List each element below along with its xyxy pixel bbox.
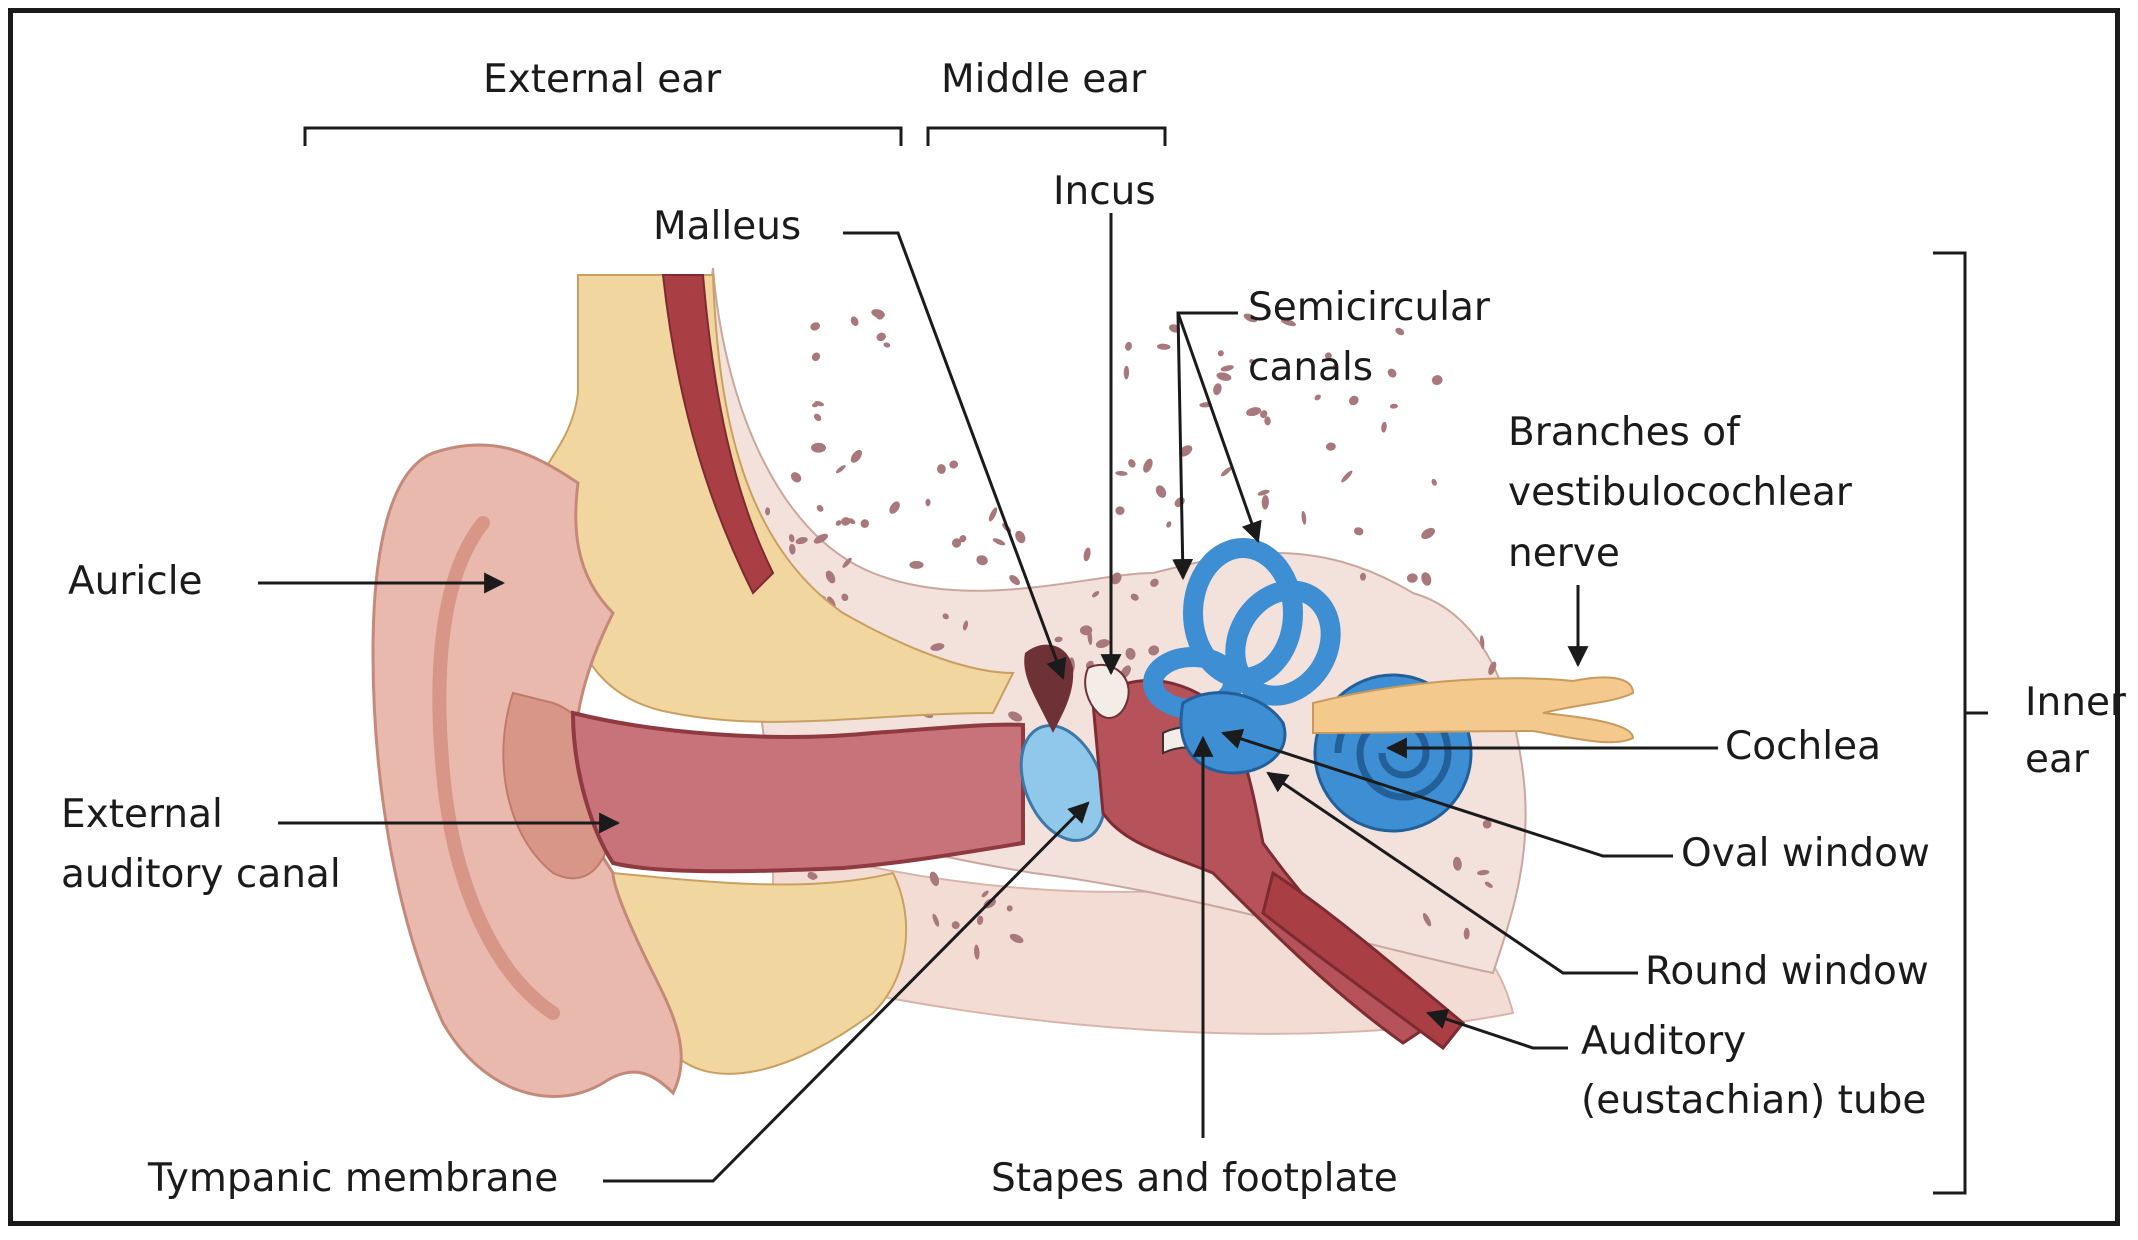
external-auditory-canal-shape — [573, 713, 1023, 871]
label-cochlea: Cochlea — [1725, 718, 1881, 777]
bone-dot — [1245, 406, 1262, 418]
bone-dot — [789, 470, 803, 484]
region-inner-ear: Inner ear — [2025, 675, 2126, 788]
bone-dot — [1083, 547, 1092, 562]
bone-dot — [1220, 364, 1234, 372]
bone-dot — [1340, 469, 1354, 484]
bone-dot — [1013, 529, 1027, 545]
bone-dot — [987, 506, 999, 522]
bone-dot — [1212, 382, 1223, 396]
bone-dot — [815, 504, 824, 514]
bone-dot — [1431, 478, 1438, 486]
bone-dot — [1115, 471, 1128, 477]
bone-dot — [1381, 421, 1388, 433]
bone-dot — [1216, 371, 1233, 382]
label-stapes-footplate: Stapes and footplate — [991, 1150, 1398, 1209]
bone-dot — [1264, 416, 1271, 426]
bone-dot — [1419, 526, 1437, 542]
semicircular-leader-2 — [1178, 313, 1258, 541]
label-external-auditory-canal: External auditory canal — [61, 785, 341, 906]
bone-dot — [1124, 341, 1133, 351]
bone-dot — [1165, 520, 1172, 528]
bone-dot — [875, 331, 887, 343]
label-branches-nerve: Branches of vestibulocochlear nerve — [1508, 403, 1852, 584]
bone-dot — [1217, 349, 1225, 358]
bone-dot — [1173, 495, 1187, 509]
bone-dot — [975, 554, 989, 567]
middle-ear-bracket — [928, 128, 1165, 146]
label-round-window: Round window — [1645, 943, 1929, 1002]
bone-dot — [909, 561, 923, 569]
diagram-frame: External ear Middle ear Inner ear Malleu… — [8, 8, 2120, 1226]
bone-dot — [1115, 506, 1125, 515]
bone-dot — [1261, 495, 1269, 510]
bone-dot — [835, 464, 847, 475]
bone-dot — [849, 315, 860, 327]
bone-dot — [1420, 571, 1433, 587]
bone-dot — [859, 518, 870, 529]
bone-dot — [1127, 458, 1137, 469]
bone-dot — [1154, 484, 1168, 500]
bone-dot — [1353, 526, 1364, 536]
bone-dot — [1257, 489, 1270, 497]
region-middle-ear: Middle ear — [941, 51, 1146, 110]
bone-dot — [1157, 343, 1171, 350]
region-external-ear: External ear — [483, 51, 721, 110]
bone-dot — [849, 448, 865, 465]
bone-dot — [925, 499, 930, 507]
bone-dot — [1390, 403, 1399, 408]
bone-dot — [811, 443, 826, 453]
bone-dot — [1407, 573, 1418, 583]
label-semicircular-canals: Semicircular canals — [1248, 278, 1490, 399]
label-auricle: Auricle — [68, 553, 203, 612]
inner-ear-bracket — [1933, 253, 1988, 1193]
bone-dot — [1124, 366, 1130, 380]
label-incus: Incus — [1053, 163, 1156, 222]
bone-dot — [810, 351, 822, 363]
bone-dot — [936, 464, 946, 475]
bone-dot — [992, 537, 1006, 547]
bone-dot — [887, 500, 902, 516]
bone-dot — [883, 342, 891, 349]
external-ear-bracket — [305, 128, 901, 146]
label-malleus: Malleus — [653, 198, 801, 257]
label-tympanic-membrane: Tympanic membrane — [148, 1150, 558, 1209]
bone-dot — [1301, 511, 1307, 525]
label-auditory-tube: Auditory (eustachian) tube — [1581, 1013, 1926, 1130]
bone-dot — [948, 459, 959, 469]
bone-dot — [1325, 442, 1336, 451]
bone-dot — [809, 321, 821, 332]
bone-dot — [1007, 573, 1021, 587]
bone-dot — [812, 412, 822, 422]
label-oval-window: Oval window — [1681, 825, 1930, 884]
bone-dot — [1141, 457, 1154, 474]
